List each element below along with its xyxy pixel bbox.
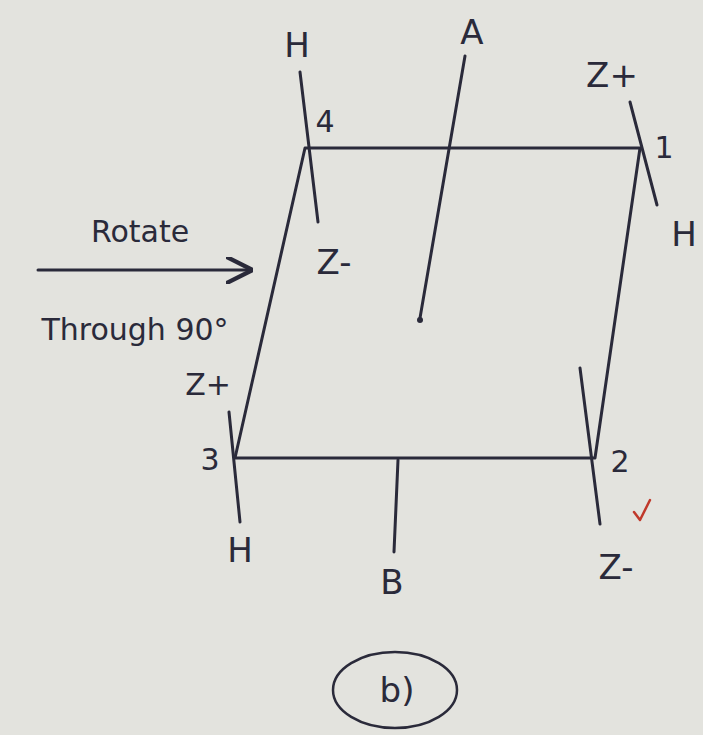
axis-label: 4 bbox=[315, 107, 334, 137]
axis-label: H bbox=[284, 28, 310, 62]
axis-label: Z- bbox=[599, 550, 634, 584]
axis-label: Z+ bbox=[185, 370, 231, 400]
axis-label: 2 bbox=[610, 447, 629, 477]
axis-label: Through 90° bbox=[41, 315, 228, 345]
axis-tick bbox=[229, 412, 240, 522]
figure-caption: b) bbox=[380, 673, 415, 707]
rotate-arrow bbox=[38, 269, 250, 272]
point-dot bbox=[417, 317, 423, 323]
axis-label: Rotate bbox=[91, 217, 189, 247]
axis-label: H bbox=[227, 533, 253, 567]
axis-tick bbox=[580, 368, 600, 524]
axis-tick bbox=[630, 102, 657, 205]
caption-ring bbox=[333, 652, 457, 728]
axis-label: H bbox=[671, 217, 697, 251]
check-mark bbox=[634, 500, 650, 520]
axis-label: B bbox=[380, 565, 403, 599]
axis-label: Z+ bbox=[586, 58, 638, 92]
leader-line bbox=[394, 460, 398, 552]
axis-label: A bbox=[460, 15, 483, 49]
axis-label: 1 bbox=[654, 133, 673, 163]
leader-line bbox=[420, 56, 465, 318]
axis-tick bbox=[300, 72, 318, 222]
axis-label: Z- bbox=[317, 245, 352, 279]
parallelogram-outline bbox=[235, 148, 640, 458]
axis-label: 3 bbox=[200, 445, 219, 475]
